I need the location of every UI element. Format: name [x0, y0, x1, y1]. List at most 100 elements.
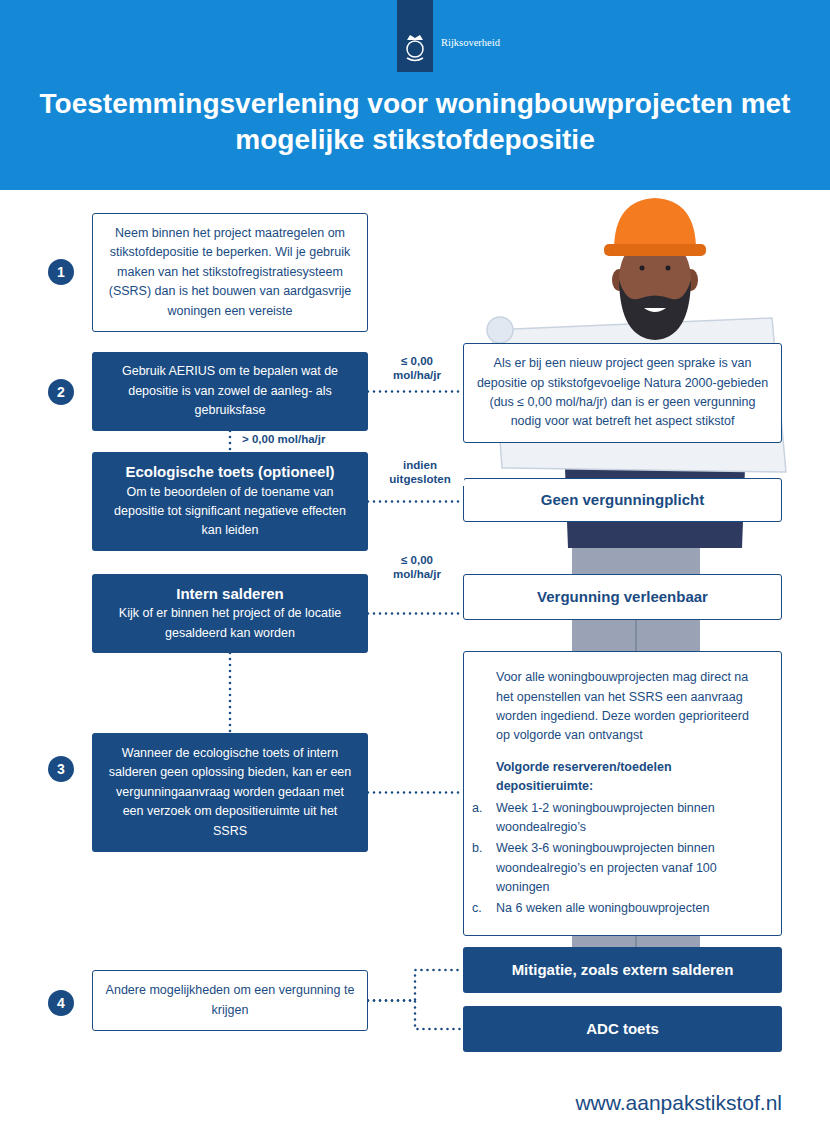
box-heading: Intern salderen — [104, 584, 356, 604]
step-circle — [48, 379, 74, 405]
dotted-connector — [368, 1001, 463, 1030]
text-group: ADC toets — [475, 1019, 770, 1039]
dotted-connector — [229, 431, 232, 452]
node-content: 1 — [48, 259, 74, 285]
step-number-text: 2 — [48, 379, 74, 405]
worker-beard — [619, 280, 691, 340]
text-group: a.Week 1-2 woningbouwprojecten binnen wo… — [472, 799, 765, 838]
box-heading: Volgorde reserveren/toedelen depositieru… — [496, 758, 765, 797]
node-content: Mitigatie, zoals extern salderen — [475, 960, 770, 980]
list-marker: b. — [472, 839, 496, 897]
step-number-text: 1 — [48, 259, 74, 285]
step-circle — [48, 259, 74, 285]
step-circle — [48, 990, 74, 1016]
text-group: Voor alle woningbouwprojecten mag direct… — [496, 668, 765, 746]
step-number-text: 3 — [48, 756, 74, 782]
header-band — [0, 0, 830, 190]
box-text: Om te beoordelen of de toename van depos… — [104, 483, 356, 541]
text-group: Neem binnen het project maatregelen om s… — [105, 224, 355, 321]
node-content: 4 — [48, 990, 74, 1016]
node-content: Geen vergunningplicht — [476, 490, 769, 510]
process-box: Andere mogelijkheden om een vergunning t… — [92, 970, 368, 1031]
connector-label: ≤ 0,00 mol/ha/jr — [378, 553, 456, 581]
list-marker: a. — [472, 799, 496, 838]
connector-label: > 0,00 mol/ha/jr — [240, 432, 327, 446]
dotted-connector — [229, 653, 232, 733]
box-text: Kijk of er binnen het project of de loca… — [104, 604, 356, 643]
step-number: 3 — [48, 756, 74, 782]
step-number: 2 — [48, 379, 74, 405]
worker-eye — [666, 266, 671, 271]
logo-bar — [397, 0, 433, 72]
box-text: Neem binnen het project maatregelen om s… — [105, 224, 355, 321]
box-text: Geen vergunningplicht — [476, 490, 769, 510]
worker-mouth — [644, 308, 666, 312]
text-group: Intern salderen — [104, 584, 356, 604]
node-content: ADC toets — [475, 1019, 770, 1039]
box-text: Wanneer de ecologische toets of intern s… — [104, 744, 356, 841]
step-number-text: 4 — [48, 990, 74, 1016]
box-text: Gebruik AERIUS om te bepalen wat de depo… — [104, 362, 356, 420]
blueprint-curl — [487, 317, 513, 343]
text-group: Als er bij een nieuw project geen sprake… — [476, 354, 769, 432]
process-box: Ecologische toets (optioneel)Om te beoor… — [92, 452, 368, 551]
text-group: Vergunning verleenbaar — [476, 587, 769, 607]
text-group: Andere mogelijkheden om een vergunning t… — [105, 981, 355, 1020]
text-group: c.Na 6 weken alle woningbouwprojecten — [472, 899, 765, 918]
box-heading: Ecologische toets (optioneel) — [104, 462, 356, 482]
box-text: Week 3-6 woningbouwprojecten binnen woon… — [496, 839, 765, 897]
node-content: Voor alle woningbouwprojecten mag direct… — [496, 668, 765, 919]
logo-ribbon — [407, 58, 423, 61]
worker-helmet — [614, 198, 696, 250]
text-group: Kijk of er binnen het project of de loca… — [104, 604, 356, 643]
node-content: Neem binnen het project maatregelen om s… — [105, 224, 355, 321]
node-content: Intern salderenKijk of er binnen het pro… — [104, 584, 356, 643]
text-group: Wanneer de ecologische toets of intern s… — [104, 744, 356, 841]
box-text: Vergunning verleenbaar — [476, 587, 769, 607]
box-text: ADC toets — [475, 1019, 770, 1039]
process-box: Wanneer de ecologische toets of intern s… — [92, 733, 368, 852]
step-number: 4 — [48, 990, 74, 1016]
step-number: 1 — [48, 259, 74, 285]
worker-eye — [640, 266, 645, 271]
node-content: 2 — [48, 379, 74, 405]
node-content: Ecologische toets (optioneel)Om te beoor… — [104, 462, 356, 540]
text-group: b.Week 3-6 woningbouwprojecten binnen wo… — [472, 839, 765, 897]
option-box: Mitigatie, zoals extern salderen — [463, 947, 782, 993]
website-url: www.aanpakstikstof.nl — [575, 1091, 782, 1115]
dotted-connector — [368, 612, 463, 615]
box-text: Week 1-2 woningbouwprojecten binnen woon… — [496, 799, 765, 838]
dotted-connector — [368, 390, 463, 393]
connector-label: indien uitgesloten — [376, 458, 464, 486]
node-content: Wanneer de ecologische toets of intern s… — [104, 744, 356, 841]
process-box: Neem binnen het project maatregelen om s… — [92, 213, 368, 332]
logo-crown — [407, 35, 423, 40]
text-group: Mitigatie, zoals extern salderen — [475, 960, 770, 980]
node-content: Gebruik AERIUS om te bepalen wat de depo… — [104, 362, 356, 420]
node-content: Vergunning verleenbaar — [476, 587, 769, 607]
text-group: Geen vergunningplicht — [476, 490, 769, 510]
process-box: Gebruik AERIUS om te bepalen wat de depo… — [92, 352, 368, 431]
helmet-brim — [604, 244, 706, 256]
text-group: Om te beoordelen of de toename van depos… — [104, 483, 356, 541]
process-box: Intern salderenKijk of er binnen het pro… — [92, 574, 368, 653]
box-text: Als er bij een nieuw project geen sprake… — [476, 354, 769, 432]
outcome-box: Geen vergunningplicht — [463, 478, 782, 522]
text-group: 1 — [48, 259, 74, 285]
text-group: 4 — [48, 990, 74, 1016]
title: Toestemmingsverlening voor woningbouwpro… — [10, 86, 820, 158]
text-group: 3 — [48, 756, 74, 782]
box-text: Mitigatie, zoals extern salderen — [475, 960, 770, 980]
logo-text: Rijksoverheid — [441, 37, 500, 48]
dotted-connector — [368, 970, 463, 1001]
box-text: Andere mogelijkheden om een vergunning t… — [105, 981, 355, 1020]
dotted-connector — [368, 500, 463, 503]
node-content: 3 — [48, 756, 74, 782]
info-box: Voor alle woningbouwprojecten mag direct… — [463, 651, 782, 936]
step-circle — [48, 756, 74, 782]
text-group: Volgorde reserveren/toedelen depositieru… — [496, 758, 765, 797]
box-text: Na 6 weken alle woningbouwprojecten — [496, 899, 709, 918]
outcome-box: Als er bij een nieuw project geen sprake… — [463, 343, 782, 443]
text-group: Ecologische toets (optioneel) — [104, 462, 356, 482]
dotted-connector — [368, 791, 463, 794]
